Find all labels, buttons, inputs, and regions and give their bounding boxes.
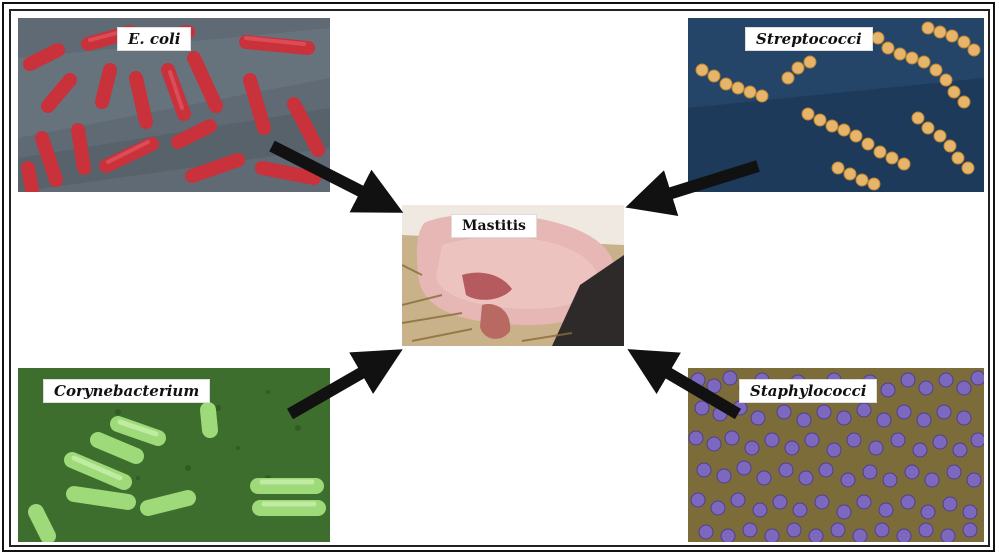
arrow-streptococci <box>646 166 758 201</box>
arrow-ecoli <box>272 146 384 203</box>
arrow-corynebacterium <box>290 360 384 414</box>
arrow-staphylococci <box>646 360 738 414</box>
